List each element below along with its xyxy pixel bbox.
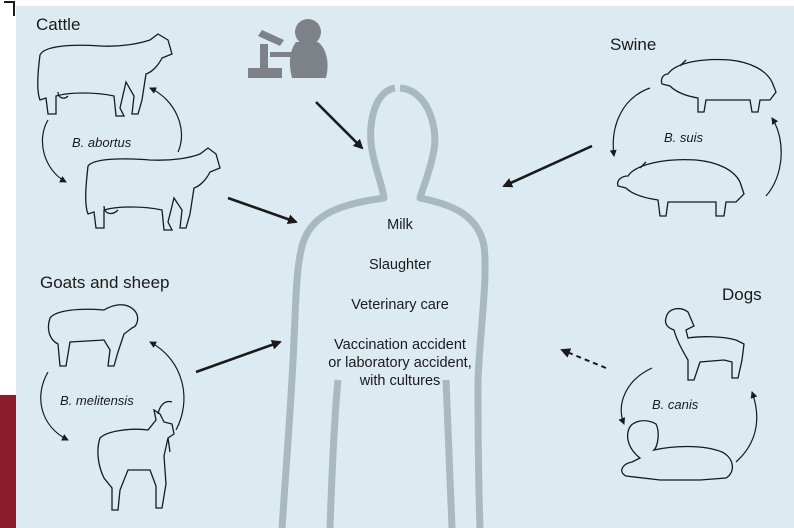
dogs-heading: Dogs: [722, 285, 762, 304]
route-accident-line3: with cultures: [290, 372, 510, 390]
swine-cycle-arrow-up: [766, 118, 781, 196]
scientist-to-human-arrow: [316, 102, 362, 148]
cattle-cycle-arrow-up: [150, 88, 182, 152]
route-milk: Milk: [290, 216, 510, 234]
dog-icon: [665, 309, 744, 380]
sheep-icon: [48, 305, 137, 366]
cattle-heading: Cattle: [36, 15, 80, 34]
cattle-species-label: B. abortus: [72, 135, 132, 150]
swine-to-human-arrow: [504, 146, 592, 186]
goats-to-human-arrow: [196, 342, 280, 372]
goat-icon: [98, 402, 174, 511]
cattle-to-human-arrow: [228, 198, 296, 222]
dogs-to-human-dashed-arrow: [562, 350, 606, 368]
route-accident-line1: Vaccination accident: [290, 336, 510, 354]
cow-icon: [38, 34, 172, 116]
cow-icon: [86, 148, 220, 230]
dogs-species-label: B. canis: [652, 397, 699, 412]
dog-icon: [622, 421, 733, 480]
cattle-cycle-arrow-down: [42, 120, 66, 182]
goats-sheep-heading: Goats and sheep: [40, 273, 169, 292]
dogs-cycle-arrow-up: [736, 392, 757, 462]
dogs-cycle-arrow-down: [621, 368, 652, 424]
human-inner-outline: [330, 380, 452, 528]
route-accident-line2: or laboratory accident,: [290, 354, 510, 372]
pig-icon: [618, 160, 744, 216]
goats-sheep-species-label: B. melitensis: [60, 393, 134, 408]
swine-species-label: B. suis: [664, 130, 704, 145]
scientist-icon: [248, 19, 328, 78]
pig-icon: [661, 60, 776, 112]
route-veterinary-care: Veterinary care: [290, 296, 510, 314]
swine-cycle-arrow-down: [613, 88, 650, 156]
route-slaughter: Slaughter: [290, 256, 510, 274]
swine-heading: Swine: [610, 35, 656, 54]
